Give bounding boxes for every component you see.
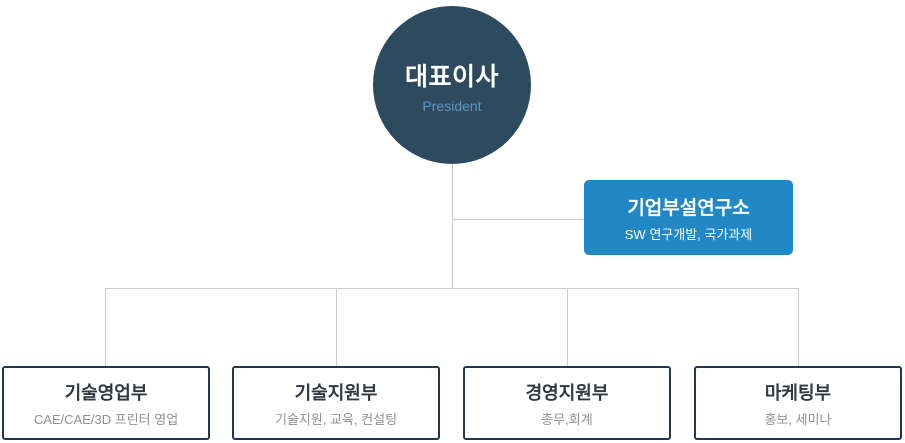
node-research-lab-title: 기업부설연구소 <box>627 197 750 219</box>
node-dept-title: 경영지원부 <box>525 382 609 403</box>
connector-trunk-line <box>452 163 453 288</box>
connector-stub-line-3 <box>567 288 568 366</box>
node-dept-marketing: 마케팅부 홍보, 세미나 <box>694 366 902 440</box>
node-dept-tech-support: 기술지원부 기술지원, 교육, 컨설팅 <box>232 366 440 440</box>
node-dept-subtitle: 기술지원, 교육, 컨설팅 <box>274 411 398 427</box>
node-dept-title: 기술영업부 <box>64 382 148 403</box>
node-dept-title: 마케팅부 <box>764 382 832 403</box>
node-dept-tech-sales: 기술영업부 CAE/CAE/3D 프린터 영업 <box>2 366 210 440</box>
node-dept-management-support: 경영지원부 총무,회계 <box>463 366 671 440</box>
connector-stub-line-1 <box>105 288 106 366</box>
node-dept-subtitle: CAE/CAE/3D 프린터 영업 <box>33 411 179 427</box>
connector-horizontal-line <box>105 288 799 289</box>
node-dept-title: 기술지원부 <box>294 382 378 403</box>
connector-research-branch-line <box>452 219 584 220</box>
node-research-lab: 기업부설연구소 SW 연구개발, 국가과제 <box>584 180 793 255</box>
node-research-lab-subtitle: SW 연구개발, 국가과제 <box>624 226 753 242</box>
node-president-subtitle: President <box>422 97 482 114</box>
node-president-title: 대표이사 <box>404 62 499 91</box>
connector-stub-line-2 <box>336 288 337 366</box>
node-dept-subtitle: 홍보, 세미나 <box>764 411 832 427</box>
connector-stub-line-4 <box>798 288 799 366</box>
node-dept-subtitle: 총무,회계 <box>541 411 593 427</box>
node-president: 대표이사 President <box>373 6 531 164</box>
